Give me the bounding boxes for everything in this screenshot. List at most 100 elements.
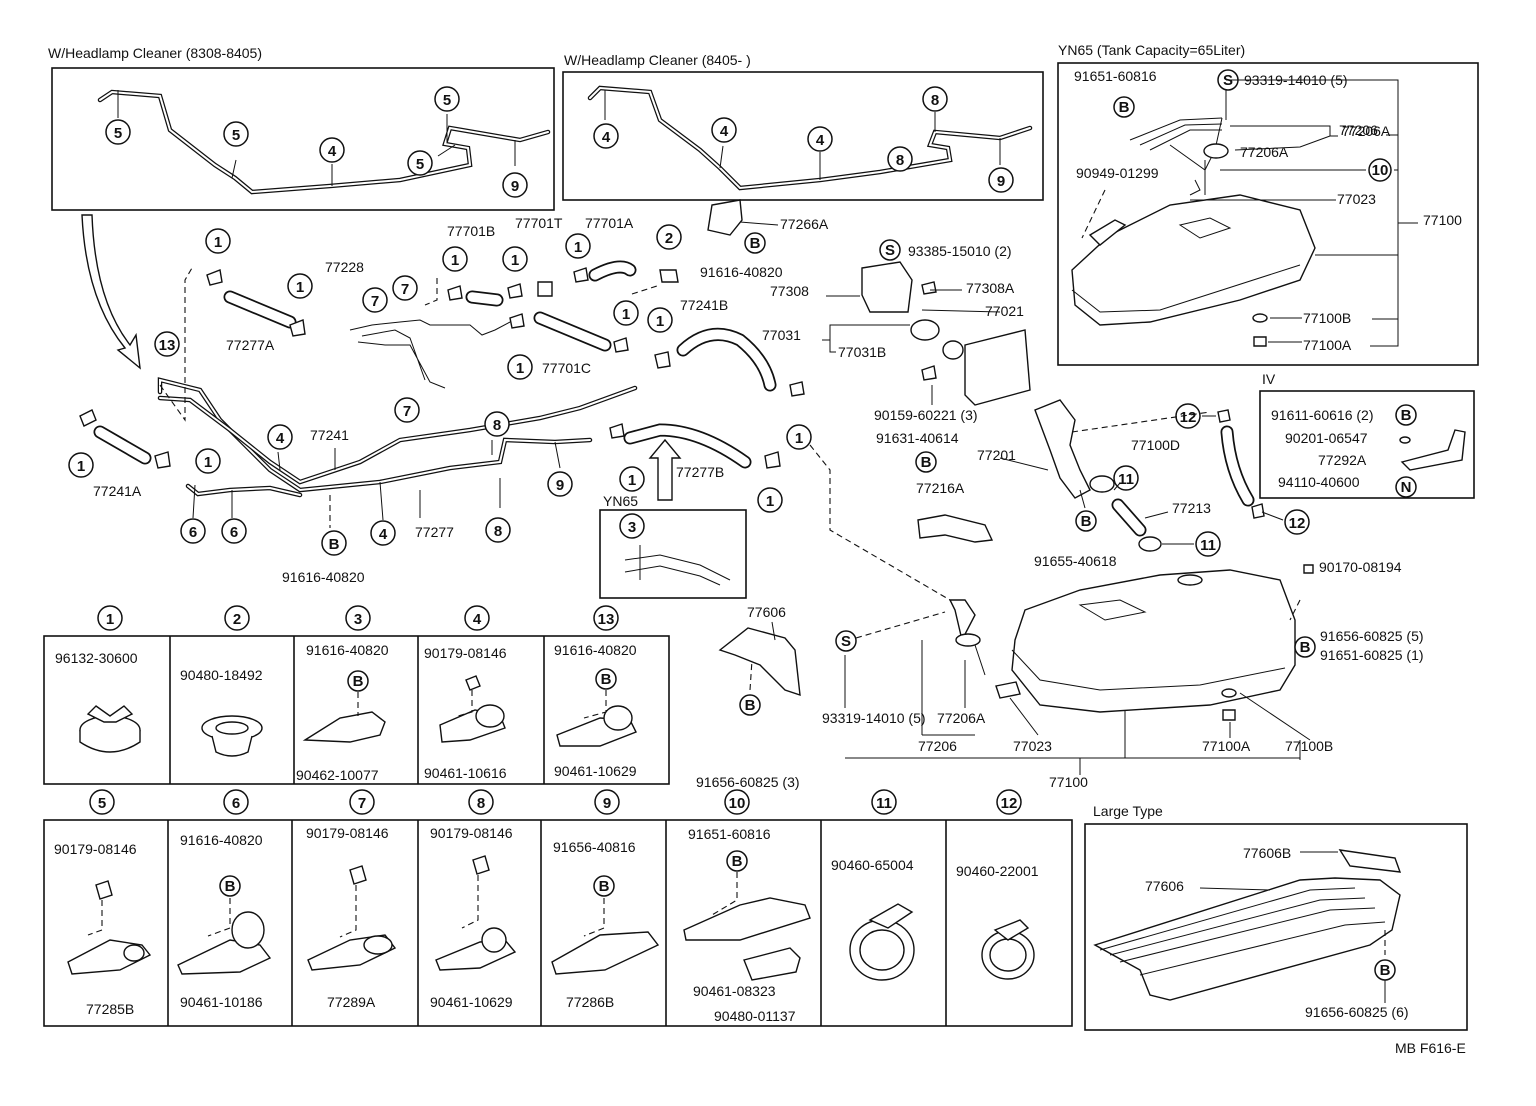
up-arrow	[648, 438, 682, 501]
part-label: 77023	[1013, 738, 1052, 754]
part-label: 90480-18492	[180, 667, 263, 683]
part-label: 77023	[1337, 191, 1376, 207]
callout-8: 8	[896, 152, 904, 169]
part-label: 77206	[918, 738, 957, 754]
callout-B: B	[1401, 407, 1412, 424]
part-label: 90461-08323	[693, 983, 776, 999]
callout-4: 4	[473, 611, 482, 628]
part-label: 77606B	[1243, 845, 1291, 861]
part-label: 77701A	[585, 215, 634, 231]
callout-5: 5	[98, 795, 106, 812]
fuel-tank	[1011, 569, 1296, 713]
headlamp-cleaner-8405-section: W/Headlamp Cleaner (8405- )	[562, 52, 1044, 201]
callout-1: 1	[766, 493, 774, 510]
bracket-77216a: B 77216A	[915, 451, 994, 543]
callout-1: 1	[214, 234, 222, 251]
callout-group: 4 4 4 8 8 9	[593, 86, 1014, 193]
headlamp-cleaner-8308-section: W/Headlamp Cleaner (8308-8405)	[48, 45, 555, 211]
filler-pipe: 77201 11 77213 11 B 91655-40618 12 77100…	[977, 399, 1310, 569]
part-label: 77241A	[93, 483, 142, 499]
detail-row-1: 1 2 3 4 13 96132-30600 90480-18492 91616…	[43, 605, 670, 785]
callout-1: 1	[451, 252, 459, 269]
part-label: 77201	[977, 447, 1016, 463]
callout-12: 12	[1289, 515, 1306, 532]
section-title-yn65-tank: YN65 (Tank Capacity=65Liter)	[1058, 42, 1245, 58]
part-label: 90461-10629	[554, 763, 637, 779]
part-label: 77021	[985, 303, 1024, 319]
part-label: 77228	[325, 259, 364, 275]
part-label: 91651-60816	[688, 826, 771, 842]
part-label: 91656-40816	[553, 839, 636, 855]
callout-13: 13	[159, 337, 176, 354]
callout-B: B	[750, 235, 761, 252]
bracket-77266a: 77266A B 91616-40820	[700, 199, 829, 280]
callout-9: 9	[511, 178, 519, 195]
inset-title-yn65: YN65	[603, 493, 638, 509]
part-label: 77308	[770, 283, 809, 299]
callout-6: 6	[189, 524, 197, 541]
part-label: 77701B	[447, 223, 495, 239]
callout-2: 2	[665, 230, 673, 247]
part-label: 77286B	[566, 994, 614, 1010]
callout-4: 4	[328, 143, 337, 160]
part-label: 77701C	[542, 360, 591, 376]
part-label: 77216A	[916, 480, 965, 496]
callout-B: B	[225, 878, 236, 895]
main-fuel-lines	[79, 267, 638, 528]
callout-13: 13	[598, 611, 615, 628]
part-label: 77206	[1339, 122, 1378, 138]
callout-B: B	[601, 671, 612, 688]
callout-7: 7	[401, 281, 409, 298]
callout-B: B	[745, 697, 756, 714]
part-label: 90461-10186	[180, 994, 263, 1010]
part-label: 77100A	[1303, 337, 1352, 353]
part-label: 77100	[1049, 774, 1088, 790]
part-label: 96132-30600	[55, 650, 138, 666]
callout-8: 8	[477, 795, 485, 812]
callout-N: N	[1401, 479, 1412, 496]
part-label: 90179-08146	[306, 825, 389, 841]
callout-11: 11	[876, 795, 892, 812]
part-label: 90170-08194	[1319, 559, 1402, 575]
callout-11: 11	[1200, 537, 1216, 554]
callout-3: 3	[628, 519, 636, 536]
part-label: 91616-40820	[700, 264, 783, 280]
part-label: 77100B	[1303, 310, 1351, 326]
callout-9: 9	[556, 477, 564, 494]
callout-3: 3	[354, 611, 362, 628]
part-label: 91655-40618	[1034, 553, 1117, 569]
part-label: 91651-60825 (1)	[1320, 647, 1424, 663]
inset-frame	[599, 509, 747, 599]
part-label: 93385-15010 (2)	[908, 243, 1012, 259]
callout-1: 1	[795, 430, 803, 447]
part-label: 91631-40614	[876, 430, 959, 446]
section-title-cleaner-8405: W/Headlamp Cleaner (8405- )	[564, 52, 751, 68]
diagram-code: MB F616-E	[1395, 1040, 1466, 1056]
part-label: 91616-40820	[282, 569, 365, 585]
part-label: 77100	[1423, 212, 1462, 228]
callout-4: 4	[602, 129, 611, 146]
main-labels: 1 1 77277A 77228 7 7 7 13 1 77701B 1 777…	[68, 215, 812, 585]
callout-B: B	[353, 673, 364, 690]
callout-7: 7	[371, 293, 379, 310]
part-label: 77206A	[937, 710, 986, 726]
callout-1: 1	[574, 239, 582, 256]
callout-1: 1	[628, 472, 636, 489]
callout-1: 1	[77, 458, 85, 475]
part-label: 77277B	[676, 464, 724, 480]
part-label: 77308A	[966, 280, 1015, 296]
part-label: 77277	[415, 524, 454, 540]
callout-4: 4	[276, 430, 285, 447]
part-label: 77031	[762, 327, 801, 343]
inset-frame	[1259, 390, 1475, 499]
section-frame	[1084, 823, 1468, 1031]
callout-1: 1	[204, 454, 212, 471]
callout-B: B	[1081, 513, 1092, 530]
part-label: 90461-10629	[430, 994, 513, 1010]
callout-B: B	[921, 454, 932, 471]
iv-inset: IV 91611-60616 (2) B 90201-06547 77292A …	[1259, 371, 1475, 499]
left-arrow	[81, 214, 141, 370]
part-label: 77701T	[515, 215, 563, 231]
part-label: 90179-08146	[54, 841, 137, 857]
